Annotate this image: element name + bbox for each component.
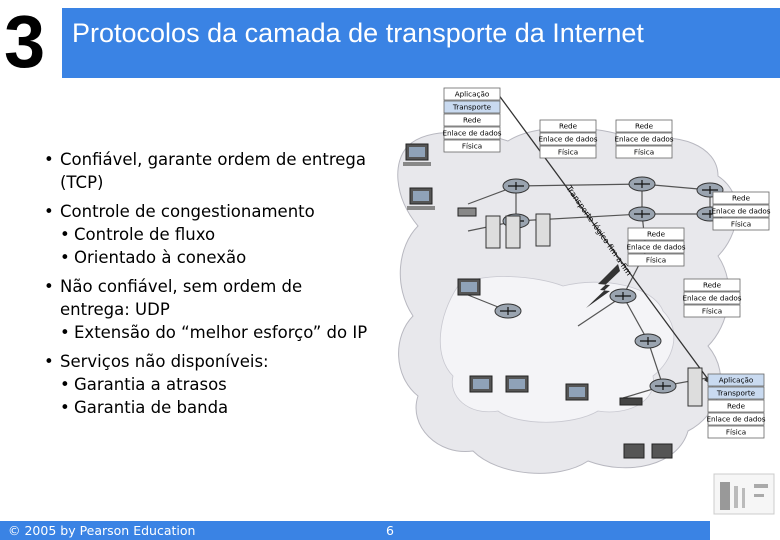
chapter-number: 3 bbox=[4, 0, 46, 83]
svg-text:Física: Física bbox=[646, 256, 666, 265]
computer-icon bbox=[457, 278, 481, 296]
computer-icon bbox=[565, 383, 589, 401]
server-icon bbox=[485, 215, 521, 249]
server-icon bbox=[687, 367, 703, 407]
sub-bullet-text: Garantia de banda bbox=[74, 398, 229, 417]
router-icon bbox=[502, 178, 530, 194]
bullet-item: Não confiável, sem ordem de entrega: UDP bbox=[44, 275, 394, 321]
slide-title: Protocolos da camada de transporte da In… bbox=[72, 18, 644, 48]
svg-text:Transporte: Transporte bbox=[452, 103, 492, 112]
bullet-item: Controle de congestionamento bbox=[44, 200, 394, 223]
end-to-end-arrow bbox=[497, 93, 714, 387]
network-diagram: Transporte lógico fim-a-fim Aplicação Tr… bbox=[397, 87, 775, 515]
svg-text:Física: Física bbox=[731, 220, 751, 229]
svg-text:Rede: Rede bbox=[727, 402, 746, 411]
protocol-stack-router-e: Rede Enlace de dados Física bbox=[682, 278, 742, 318]
sub-bullet-item: Garantia de banda bbox=[60, 396, 394, 419]
title-bar bbox=[62, 8, 780, 78]
laptop-icon bbox=[623, 443, 673, 459]
router-icon bbox=[628, 176, 656, 192]
svg-text:Transporte: Transporte bbox=[716, 389, 756, 398]
computer-icon bbox=[403, 143, 431, 166]
svg-text:Rede: Rede bbox=[703, 281, 722, 290]
svg-text:Enlace de dados: Enlace de dados bbox=[442, 129, 501, 138]
footer-bar: © 2005 by Pearson Education 6 bbox=[0, 521, 710, 540]
computer-icon bbox=[505, 375, 529, 393]
svg-text:Física: Física bbox=[558, 148, 578, 157]
wireless-link-icon bbox=[586, 264, 620, 308]
router-icon bbox=[609, 288, 637, 304]
router-icon bbox=[649, 378, 677, 394]
protocol-stack-router-b: Rede Enlace de dados Física bbox=[614, 119, 674, 159]
sub-bullet-item: Controle de fluxo bbox=[60, 223, 394, 246]
sub-bullet-item: Extensão do “melhor esforço” do IP bbox=[60, 321, 394, 344]
hosts bbox=[403, 143, 703, 459]
svg-text:Enlace de dados: Enlace de dados bbox=[682, 294, 741, 303]
protocol-stack-router-a: Rede Enlace de dados Física bbox=[538, 119, 598, 159]
bullet-list: Confiável, garante ordem de entrega (TCP… bbox=[44, 148, 394, 419]
svg-text:Aplicação: Aplicação bbox=[719, 376, 754, 385]
svg-text:Rede: Rede bbox=[559, 122, 578, 131]
sub-bullet-text: Garantia a atrasos bbox=[74, 375, 227, 394]
sub-bullet-text: Orientado à conexão bbox=[74, 248, 247, 267]
svg-text:Enlace de dados: Enlace de dados bbox=[538, 135, 597, 144]
bullet-text: entrega: UDP bbox=[60, 300, 170, 319]
sub-bullet-item: Garantia a atrasos bbox=[60, 373, 394, 396]
bullet-text: Confiável, garante ordem de entrega bbox=[60, 150, 367, 169]
bullet-text: (TCP) bbox=[60, 173, 104, 192]
svg-text:Física: Física bbox=[634, 148, 654, 157]
svg-text:Enlace de dados: Enlace de dados bbox=[711, 207, 770, 216]
svg-text:Física: Física bbox=[462, 142, 482, 151]
computer-icon bbox=[469, 375, 493, 393]
svg-text:Aplicação: Aplicação bbox=[455, 90, 490, 99]
svg-text:Física: Física bbox=[702, 307, 722, 316]
svg-text:Enlace de dados: Enlace de dados bbox=[626, 243, 685, 252]
copyright-text: © 2005 by Pearson Education bbox=[8, 523, 196, 538]
sub-bullet-text: Extensão do “melhor esforço” do IP bbox=[74, 323, 368, 342]
protocol-stack-host-top: Aplicação Transporte Rede Enlace de dado… bbox=[442, 87, 502, 153]
laptop-icon bbox=[457, 207, 477, 217]
bullet-text: Controle de congestionamento bbox=[60, 202, 315, 221]
server-icon bbox=[535, 213, 551, 247]
bullet-text: Não confiável, sem ordem de bbox=[60, 277, 303, 296]
sub-bullet-item: Orientado à conexão bbox=[60, 246, 394, 269]
router-icon bbox=[628, 206, 656, 222]
bullet-item: Serviços não disponíveis: bbox=[44, 350, 394, 373]
svg-text:Rede: Rede bbox=[732, 194, 751, 203]
sub-bullet-text: Controle de fluxo bbox=[74, 225, 216, 244]
protocol-stack-host-bottom: Aplicação Transporte Rede Enlace de dado… bbox=[706, 373, 766, 439]
svg-text:Rede: Rede bbox=[463, 116, 482, 125]
access-point-icon bbox=[619, 397, 643, 406]
svg-text:Física: Física bbox=[726, 428, 746, 437]
svg-text:Rede: Rede bbox=[647, 230, 666, 239]
bullet-text: Serviços não disponíveis: bbox=[60, 352, 269, 371]
book-cover-thumbnail bbox=[713, 473, 775, 515]
bullet-item: Confiável, garante ordem de entrega (TCP… bbox=[44, 148, 394, 194]
router-icon bbox=[634, 333, 662, 349]
protocol-stack-router-d: Rede Enlace de dados Física bbox=[626, 227, 686, 267]
protocol-stack-router-c: Rede Enlace de dados Física bbox=[711, 191, 771, 231]
svg-text:Enlace de dados: Enlace de dados bbox=[706, 415, 765, 424]
page-number: 6 bbox=[386, 523, 394, 538]
svg-text:Enlace de dados: Enlace de dados bbox=[614, 135, 673, 144]
router-icon bbox=[494, 303, 522, 319]
computer-icon bbox=[407, 187, 435, 210]
svg-text:Rede: Rede bbox=[635, 122, 654, 131]
